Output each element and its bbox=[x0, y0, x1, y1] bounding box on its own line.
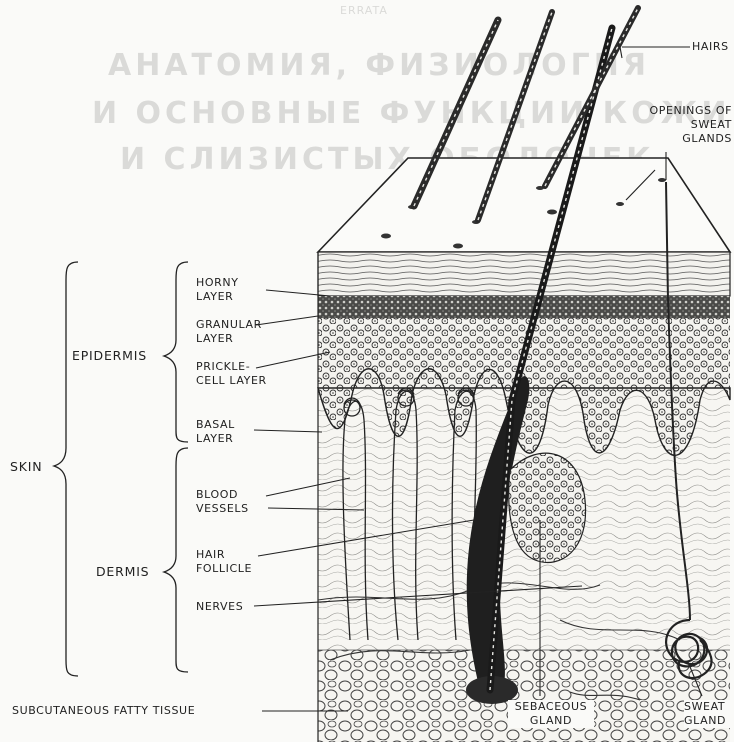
label-granular-layer: GRANULAR LAYER bbox=[196, 318, 272, 346]
label-hairs: HAIRS bbox=[692, 40, 729, 54]
label-sweat-gland: SWEAT GLAND bbox=[684, 700, 732, 728]
label-hair-follicle: HAIR FOLLICLE bbox=[196, 548, 268, 576]
grouping-braces bbox=[54, 262, 188, 676]
label-nerves: NERVES bbox=[196, 600, 243, 614]
subcutaneous-fat-region bbox=[318, 650, 730, 742]
label-basal-layer: BASAL LAYER bbox=[196, 418, 256, 446]
label-dermis: DERMIS bbox=[96, 565, 149, 579]
label-prickle-cell-layer: PRICKLE-CELL LAYER bbox=[196, 360, 270, 388]
sebaceous-gland-shape bbox=[509, 453, 586, 562]
label-subcutaneous-fatty-tissue: SUBCUTANEOUS FATTY TISSUE bbox=[12, 704, 195, 718]
label-horny-layer: HORNY LAYER bbox=[196, 276, 266, 304]
label-openings-of-sweat-glands: OPENINGS OF SWEAT GLANDS bbox=[640, 104, 732, 146]
label-sebaceous-gland: SEBACEOUS GLAND bbox=[508, 700, 594, 728]
label-epidermis: EPIDERMIS bbox=[72, 349, 147, 363]
label-blood-vessels: BLOOD VESSELS bbox=[196, 488, 270, 516]
label-skin: SKIN bbox=[10, 460, 42, 474]
skin-surface bbox=[318, 158, 730, 252]
